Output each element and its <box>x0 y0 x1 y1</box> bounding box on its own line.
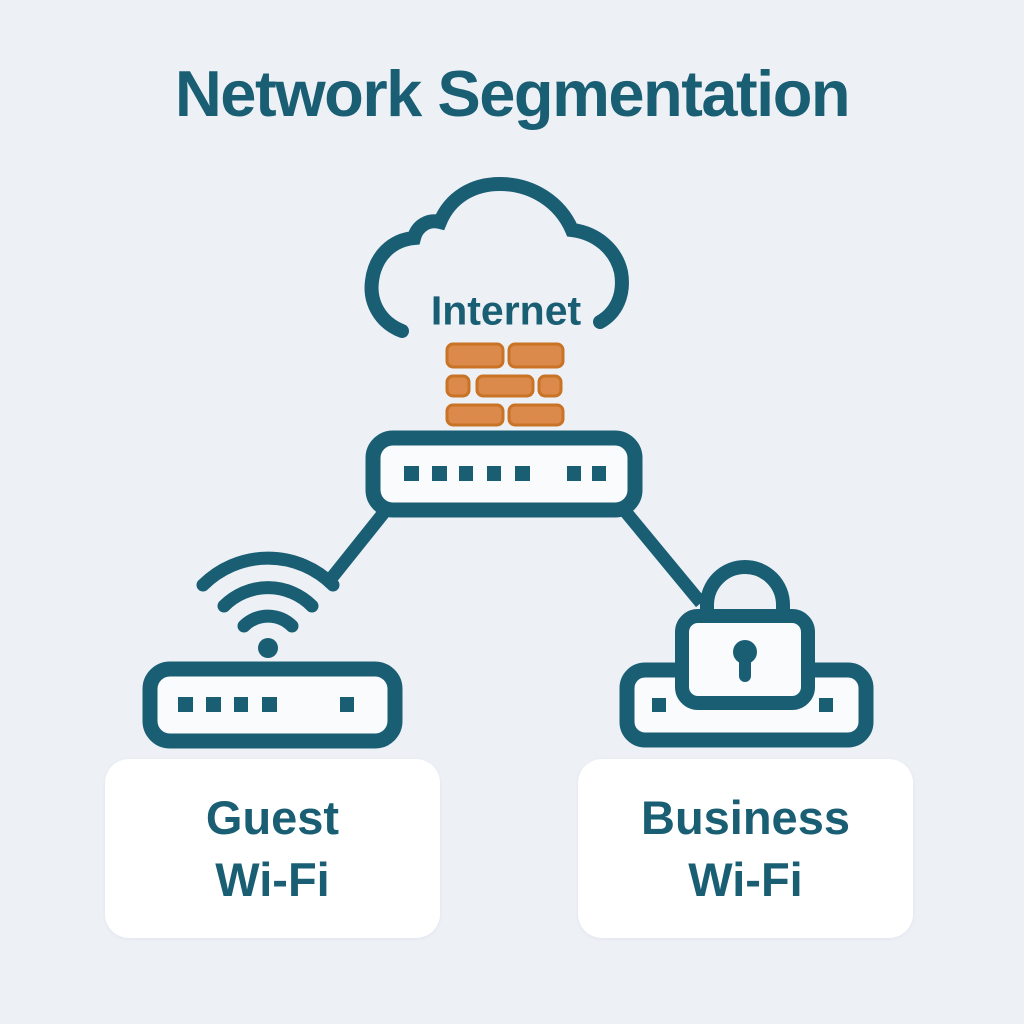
router-led <box>819 698 833 712</box>
firewall-icon <box>445 342 565 427</box>
router-led <box>234 697 248 712</box>
guest-router-icon <box>142 661 403 749</box>
business-card-label-line1: Business <box>641 790 850 844</box>
firewall-brick <box>445 403 505 427</box>
firewall-brick <box>537 374 563 398</box>
keyhole-stem <box>739 655 751 682</box>
connection-line-business <box>614 500 707 608</box>
business-wifi-card: Business Wi-Fi <box>578 759 913 938</box>
guest-card-label-line1: Guest <box>205 790 340 844</box>
guest-wifi-card: Guest Wi-Fi <box>105 759 440 938</box>
router-led <box>515 466 530 481</box>
wifi-icon <box>196 551 340 658</box>
main-router-icon <box>365 430 643 518</box>
router-led <box>340 697 354 712</box>
diagram-title: Network Segmentation <box>174 57 851 130</box>
router-led <box>459 466 473 481</box>
router-led <box>206 697 221 712</box>
cloud-icon <box>364 176 629 338</box>
lock-icon <box>675 560 815 710</box>
router-led <box>262 697 277 712</box>
router-led <box>487 466 501 481</box>
firewall-brick <box>445 374 471 398</box>
firewall-brick <box>445 342 505 369</box>
router-led <box>178 697 193 712</box>
router-led <box>404 466 419 481</box>
guest-card-label-line2: Wi-Fi <box>215 852 330 906</box>
firewall-brick <box>475 374 535 398</box>
router-led <box>567 466 581 481</box>
firewall-brick <box>507 342 565 369</box>
router-led <box>652 698 666 712</box>
keyhole <box>733 640 757 664</box>
business-card-label-line2: Wi-Fi <box>688 852 803 906</box>
router-led <box>432 466 447 481</box>
router-led <box>592 466 606 481</box>
firewall-brick <box>507 403 565 427</box>
connection-line-guest <box>320 500 396 590</box>
internet-label: Internet <box>430 287 582 334</box>
